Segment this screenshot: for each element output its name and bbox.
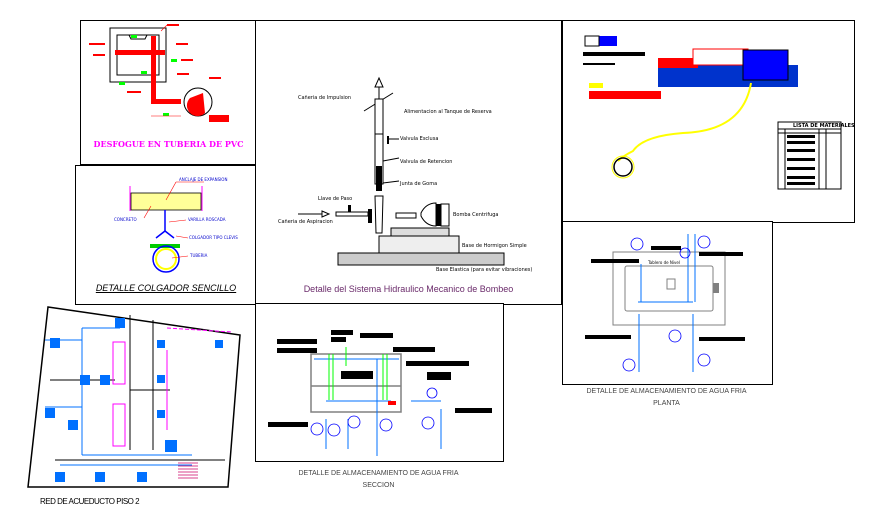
planta-title-line1: DETALLE DE ALMACENAMIENTO DE AGUA FRIA (586, 388, 747, 395)
label-base-elastica: Base Elastica (para evitar vibraciones) (436, 267, 533, 273)
label-varilla: VARILLA ROSCADA (188, 217, 226, 222)
label-colgador: COLGADOR TIPO CLEVIS (189, 235, 238, 240)
label-concreto: CONCRETO (114, 217, 137, 222)
label-llave: Llave de Paso (318, 196, 353, 202)
vertical-pipe (151, 36, 156, 103)
seccion-title-line2: SECCION (362, 482, 395, 489)
label-valvula-esclusa: Valvula Esclusa (400, 136, 439, 142)
panel-desfogue: DESFOGUE EN TUBERIA DE PVC (80, 20, 257, 165)
panel-bombeo: Cañeria de Impulsion Alimentacion al Tan… (255, 20, 562, 305)
materials-table-title: LISTA DE MATERIALES (793, 123, 855, 129)
panel-seccion (255, 303, 504, 462)
bombeo-title: Detalle del Sistema Hidraulico Mecanico … (303, 284, 514, 294)
seccion-drawing (268, 330, 492, 456)
label-valvula-retencion: Valvula de Retencion (400, 159, 453, 165)
label-base-hormigon: Base de Hormigon Simple (462, 243, 527, 249)
panel-red-acueducto (20, 300, 250, 490)
bombeo-drawing (298, 76, 505, 266)
planta-title-line2: PLANTA (653, 400, 680, 407)
colgador-title: DETALLE COLGADOR SENCILLO (95, 283, 237, 293)
desfogue-drawing (89, 24, 229, 122)
label-anclaje: ANCLAJE DE EXPANSION (179, 177, 228, 182)
label-tuberia: TUBERIA (190, 253, 208, 258)
panel-planta: Tablero de Nivel (562, 221, 773, 385)
floor-plan-drawing (27, 306, 241, 488)
label-bomba: Bomba Centrifuga (453, 212, 499, 218)
label-junta: Junta de Goma (400, 181, 438, 187)
panel-acometida: LISTA DE MATERIALES (562, 20, 855, 223)
planta-drawing (585, 234, 745, 372)
acometida-drawing (583, 35, 842, 190)
seccion-title-line1: DETALLE DE ALMACENAMIENTO DE AGUA FRIA (298, 470, 459, 477)
label-aspiracion: Cañeria de Aspiracion (278, 219, 333, 225)
junta-goma (376, 166, 382, 191)
label-alimentacion: Alimentacion al Tanque de Reserva (404, 109, 492, 115)
colgador-drawing (129, 181, 204, 273)
label-impulsion: Cañeria de Impulsion (298, 95, 352, 101)
panel-colgador: ANCLAJE DE EXPANSION CONCRETO VARILLA RO… (75, 165, 257, 305)
red-acueducto-title: RED DE ACUEDUCTO PISO 2 (40, 497, 140, 506)
desfogue-title: DESFOGUE EN TUBERIA DE PVC (93, 139, 244, 149)
label-tablero: Tablero de Nivel (648, 260, 680, 265)
horizontal-pipe (115, 50, 165, 55)
